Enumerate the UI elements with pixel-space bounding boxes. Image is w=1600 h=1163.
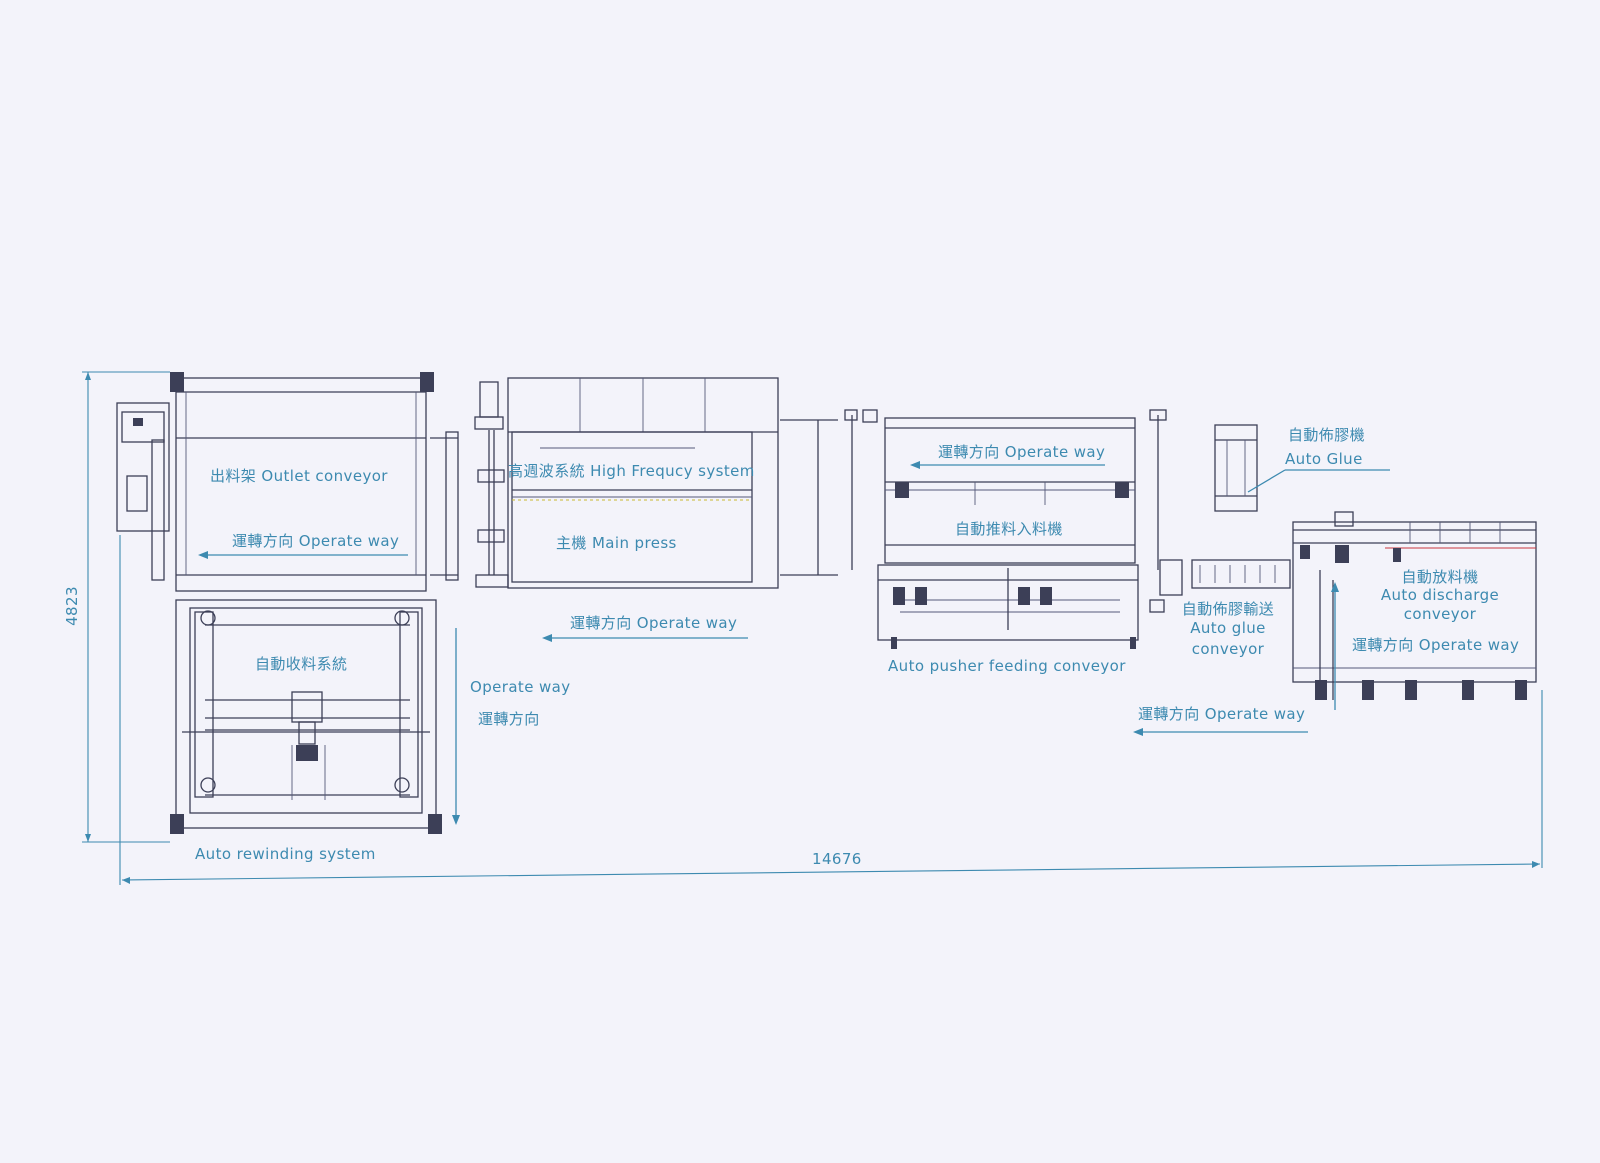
operate-way-press-label: 運轉方向 Operate way <box>570 614 738 632</box>
overall-width-dimension: 4823 <box>63 586 81 626</box>
auto-glue-drawing <box>1214 424 1258 512</box>
pusher-conveyor-drawing <box>844 409 1291 649</box>
auto-pusher-cn-label: 自動推料入料機 <box>955 520 1063 538</box>
discharge-en2-label: conveyor <box>1403 605 1477 623</box>
rewinding-system-drawing <box>170 599 442 834</box>
auto-glue-en-label: Auto Glue <box>1285 450 1363 468</box>
flow-arrows <box>198 461 1390 825</box>
auto-pusher-en-label: Auto pusher feeding conveyor <box>888 657 1126 675</box>
rewinding-cn-label: 自動收料系統 <box>255 655 348 673</box>
operate-way-pusher-label: 運轉方向 Operate way <box>938 443 1106 461</box>
glue-conveyor-en2-label: conveyor <box>1191 640 1265 658</box>
overall-length-dimension: 14676 <box>812 850 862 868</box>
hf-system-label: 高週波系統 High Frequcy system <box>508 462 755 480</box>
discharge-en1-label: Auto discharge <box>1380 586 1500 604</box>
main-press-label: 主機 Main press <box>556 534 677 552</box>
dimension-lines <box>82 371 1543 885</box>
outlet-conveyor-drawing <box>116 372 459 592</box>
operate-way-vertical-cn-label: 運轉方向 <box>478 710 540 728</box>
discharge-conveyor-drawing <box>1292 511 1537 700</box>
operate-way-discharge-label: 運轉方向 Operate way <box>1352 636 1520 654</box>
auto-glue-cn-label: 自動佈膠機 <box>1288 426 1366 444</box>
main-press-drawing <box>474 377 838 589</box>
glue-conveyor-cn-label: 自動佈膠輸送 <box>1181 600 1275 618</box>
discharge-cn-label: 自動放料機 <box>1401 568 1479 586</box>
outlet-conveyor-label: 出料架 Outlet conveyor <box>210 467 388 485</box>
rewinding-en-label: Auto rewinding system <box>195 845 376 863</box>
operate-way-bottom-label: 運轉方向 Operate way <box>1138 705 1306 723</box>
operate-way-vertical-en-label: Operate way <box>470 678 571 696</box>
glue-conveyor-en1-label: Auto glue <box>1190 619 1266 637</box>
operate-way-outlet-label: 運轉方向 Operate way <box>232 532 400 550</box>
